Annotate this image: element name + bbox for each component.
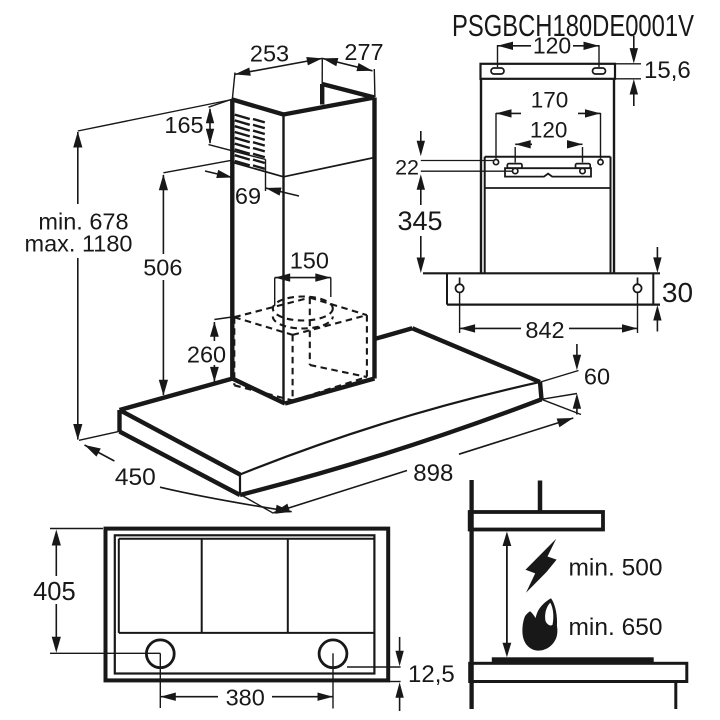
svg-text:69: 69 xyxy=(235,183,261,209)
svg-text:253: 253 xyxy=(250,41,289,67)
svg-text:260: 260 xyxy=(187,342,226,368)
svg-text:345: 345 xyxy=(397,206,442,236)
svg-text:min. 678: min. 678 xyxy=(38,209,128,235)
svg-text:380: 380 xyxy=(226,685,265,711)
svg-text:min. 500: min. 500 xyxy=(569,555,663,582)
svg-text:60: 60 xyxy=(584,364,610,390)
svg-text:506: 506 xyxy=(143,255,182,281)
svg-text:120: 120 xyxy=(530,118,568,143)
svg-text:12,5: 12,5 xyxy=(408,661,455,688)
svg-text:842: 842 xyxy=(525,317,564,343)
svg-text:277: 277 xyxy=(344,39,383,65)
svg-text:150: 150 xyxy=(290,248,329,274)
svg-text:22: 22 xyxy=(395,156,419,180)
svg-text:165: 165 xyxy=(164,112,203,138)
svg-text:120: 120 xyxy=(533,33,571,59)
svg-text:450: 450 xyxy=(115,464,156,491)
svg-text:170: 170 xyxy=(531,88,569,113)
svg-text:30: 30 xyxy=(662,277,693,308)
svg-text:15,6: 15,6 xyxy=(644,57,691,84)
svg-text:898: 898 xyxy=(413,460,453,487)
svg-text:405: 405 xyxy=(33,578,76,606)
svg-text:PSGBCH180DE0001V: PSGBCH180DE0001V xyxy=(452,9,695,43)
svg-text:max. 1180: max. 1180 xyxy=(25,231,133,257)
svg-text:min. 650: min. 650 xyxy=(569,614,663,641)
